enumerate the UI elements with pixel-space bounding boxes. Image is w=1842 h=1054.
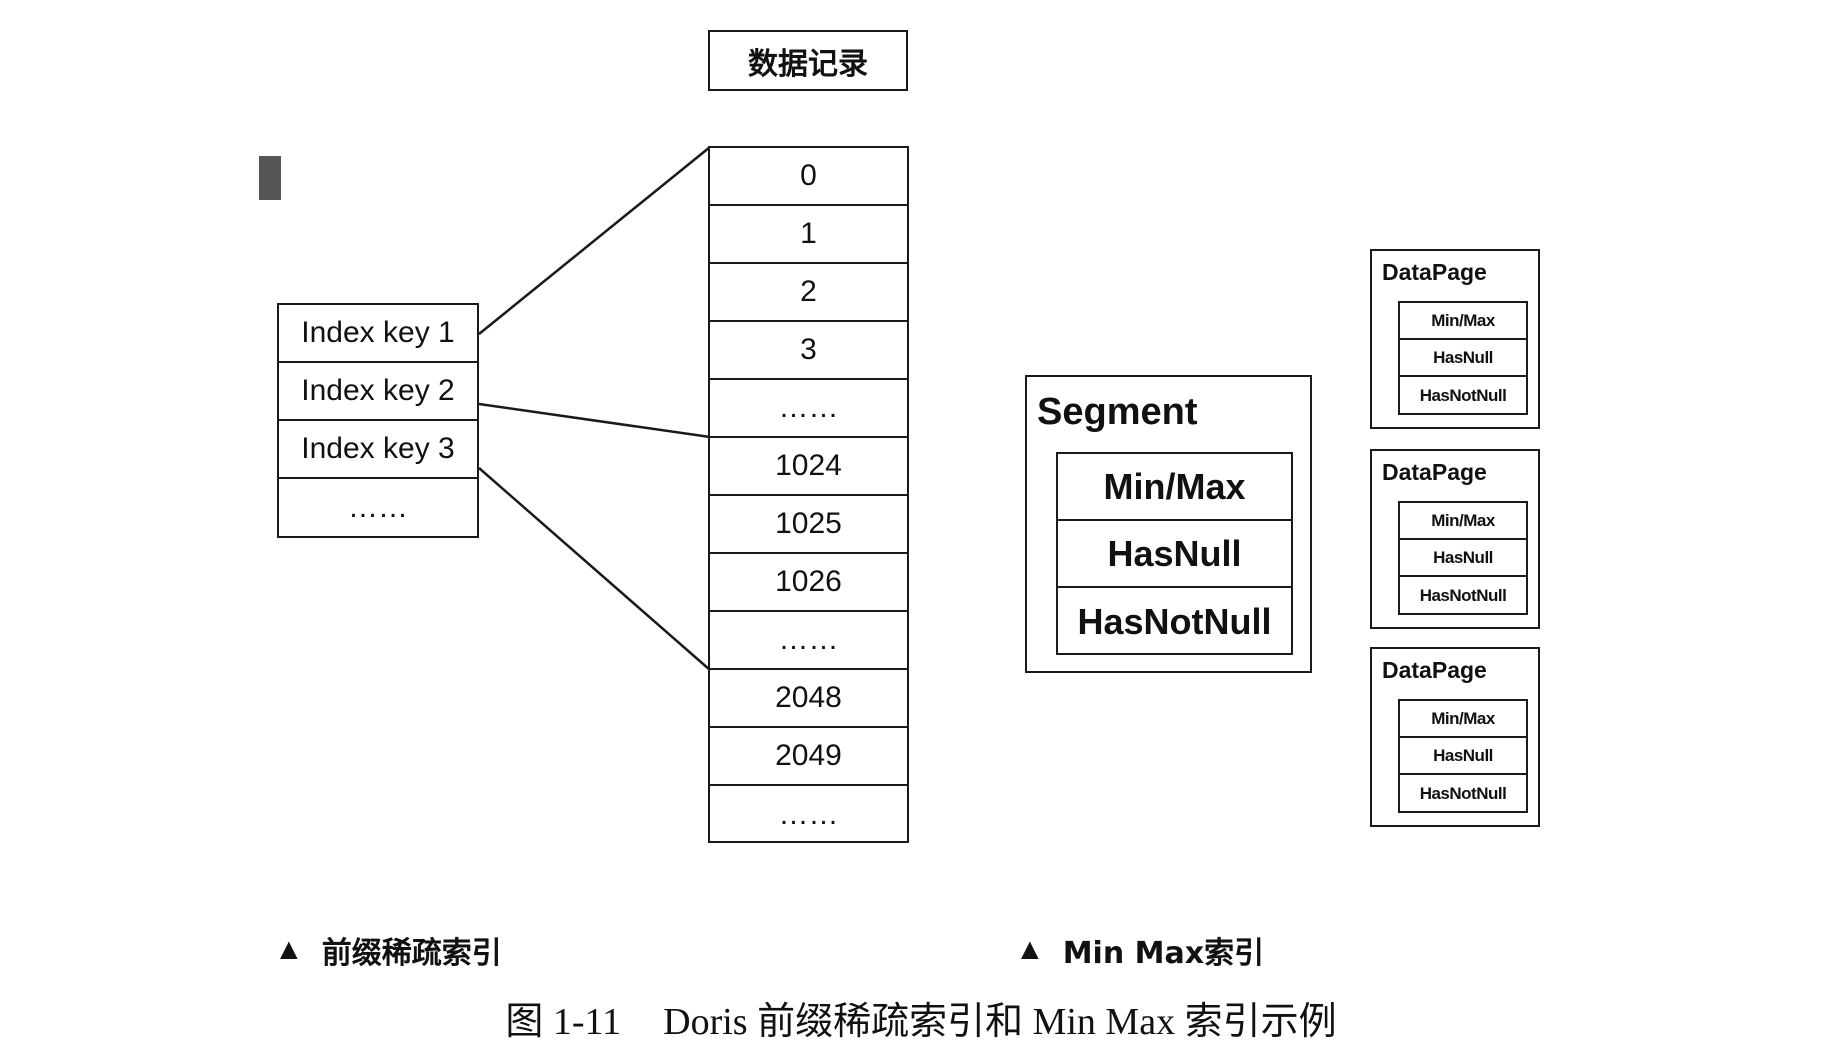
data-page-stat-row: HasNull — [1400, 340, 1526, 377]
record-row: …… — [710, 612, 907, 670]
subfigure-caption-text: 前缀稀疏索引 — [321, 936, 502, 971]
data-page-box: DataPage Min/Max HasNull HasNotNull — [1370, 249, 1540, 429]
connector-key3-to-row2048 — [478, 467, 711, 671]
subfigure-caption-text: Min Max索引 — [1062, 936, 1265, 971]
data-page-stat-row: HasNotNull — [1419, 783, 1507, 803]
segment-stat-row: HasNull — [1058, 521, 1291, 588]
triangle-icon: ▲ — [1015, 933, 1045, 966]
index-key-row: Index key 1 — [279, 305, 477, 363]
data-page-stats: Min/Max HasNull HasNotNull — [1398, 699, 1528, 813]
data-page-stat-row: HasNotNull — [1419, 585, 1507, 605]
segment-stat-row: HasNotNull — [1077, 600, 1272, 642]
data-page-box: DataPage Min/Max HasNull HasNotNull — [1370, 449, 1540, 629]
data-records-header: 数据记录 — [708, 30, 908, 91]
record-row: 3 — [710, 322, 907, 380]
record-row: …… — [710, 380, 907, 438]
record-row: 1025 — [710, 496, 907, 554]
data-page-stat-row: HasNull — [1400, 738, 1526, 775]
index-key-row: Index key 2 — [279, 363, 477, 421]
data-page-stat-row: HasNull — [1400, 540, 1526, 577]
record-row: 1026 — [710, 554, 907, 612]
record-row: 2048 — [710, 670, 907, 728]
decorative-marker — [259, 156, 281, 200]
figure-caption-text: Doris 前缀稀疏索引和 Min Max 索引示例 — [663, 1001, 1337, 1043]
data-page-title: DataPage — [1382, 657, 1487, 683]
data-page-box: DataPage Min/Max HasNull HasNotNull — [1370, 647, 1540, 827]
subfigure-caption-right: ▲ Min Max索引 — [1015, 928, 1264, 972]
segment-stats: Min/Max HasNull HasNotNull — [1056, 452, 1293, 655]
figure-number: 图 1-11 — [505, 1001, 622, 1043]
figure-caption: 图 1-11 Doris 前缀稀疏索引和 Min Max 索引示例 — [0, 990, 1842, 1045]
record-row: 2049 — [710, 728, 907, 786]
record-row: 1024 — [710, 438, 907, 496]
data-page-stat-row: Min/Max — [1400, 303, 1526, 340]
connector-key2-to-row1024 — [478, 402, 711, 439]
record-row: 1 — [710, 206, 907, 264]
segment-box: Segment Min/Max HasNull HasNotNull — [1025, 375, 1312, 673]
triangle-icon: ▲ — [274, 933, 304, 966]
index-key-row: …… — [348, 491, 408, 524]
index-key-column: Index key 1 Index key 2 Index key 3 …… — [277, 303, 479, 538]
data-records-column: 0 1 2 3 …… 1024 1025 1026 …… 2048 2049 …… — [708, 146, 909, 843]
segment-title: Segment — [1037, 391, 1198, 433]
record-row: …… — [778, 798, 839, 831]
data-page-title: DataPage — [1382, 459, 1487, 485]
data-page-stats: Min/Max HasNull HasNotNull — [1398, 301, 1528, 415]
data-page-stat-row: Min/Max — [1400, 503, 1526, 540]
data-page-stats: Min/Max HasNull HasNotNull — [1398, 501, 1528, 615]
record-row: 2 — [710, 264, 907, 322]
record-row: 0 — [710, 148, 907, 206]
subfigure-caption-left: ▲ 前缀稀疏索引 — [274, 928, 502, 972]
data-page-title: DataPage — [1382, 259, 1487, 285]
data-page-stat-row: Min/Max — [1400, 701, 1526, 738]
segment-stat-row: Min/Max — [1058, 454, 1291, 521]
index-key-row: Index key 3 — [279, 421, 477, 479]
data-page-stat-row: HasNotNull — [1419, 385, 1507, 405]
connector-key1-to-row0 — [478, 146, 711, 335]
